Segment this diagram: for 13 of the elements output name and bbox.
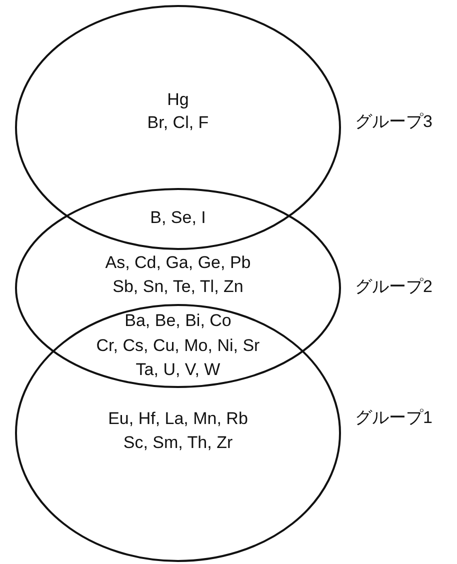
element-list: As, Cd, Ga, Ge, Pb: [105, 253, 251, 273]
group-label: グループ3: [355, 112, 432, 132]
element-list: Sb, Sn, Te, Tl, Zn: [112, 277, 244, 297]
element-list: B, Se, I: [150, 208, 206, 228]
element-list: Ba, Be, Bi, Co: [124, 311, 232, 331]
group-label: グループ1: [355, 408, 432, 428]
element-list: Sc, Sm, Th, Zr: [123, 433, 233, 453]
element-list: Ta, U, V, W: [136, 360, 220, 380]
element-list: Cr, Cs, Cu, Mo, Ni, Sr: [96, 336, 260, 356]
element-list: Eu, Hf, La, Mn, Rb: [108, 409, 248, 429]
element-list: Hg: [167, 90, 189, 110]
element-list: Br, Cl, F: [147, 113, 209, 133]
group-label: グループ2: [355, 277, 432, 297]
